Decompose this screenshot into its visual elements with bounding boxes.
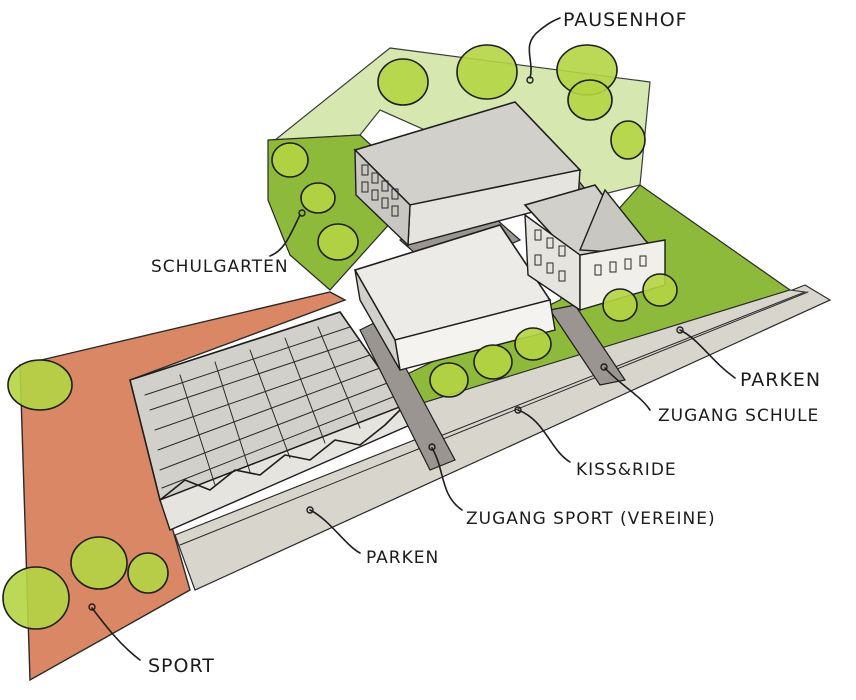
tree bbox=[2, 566, 70, 630]
label-sport: SPORT bbox=[148, 655, 215, 677]
tree bbox=[271, 142, 309, 178]
trees bbox=[2, 44, 678, 630]
label-kiss-ride: KISS&RIDE bbox=[576, 460, 677, 480]
tree bbox=[300, 182, 336, 214]
tree bbox=[602, 288, 638, 322]
label-zugang-schule: ZUGANG SCHULE bbox=[658, 406, 819, 426]
label-parken-bottom: PARKEN bbox=[366, 548, 439, 568]
label-pausenhof: PAUSENHOF bbox=[563, 9, 688, 31]
leader-lines bbox=[91, 17, 736, 661]
label-parken-right: PARKEN bbox=[740, 369, 821, 391]
label-zugang-sport: ZUGANG SPORT (VEREINE) bbox=[466, 509, 716, 529]
tree bbox=[127, 552, 169, 594]
tree bbox=[456, 44, 518, 100]
tree bbox=[429, 362, 469, 398]
tree bbox=[70, 536, 128, 590]
tree bbox=[642, 273, 678, 307]
label-schulgarten: SCHULGARTEN bbox=[151, 257, 289, 277]
school-hall-side bbox=[354, 269, 401, 371]
tree bbox=[610, 120, 646, 160]
tree bbox=[317, 223, 359, 261]
tree bbox=[514, 327, 552, 361]
tree bbox=[567, 79, 613, 121]
tree bbox=[473, 344, 513, 380]
tree bbox=[7, 359, 73, 411]
tree bbox=[377, 58, 429, 106]
